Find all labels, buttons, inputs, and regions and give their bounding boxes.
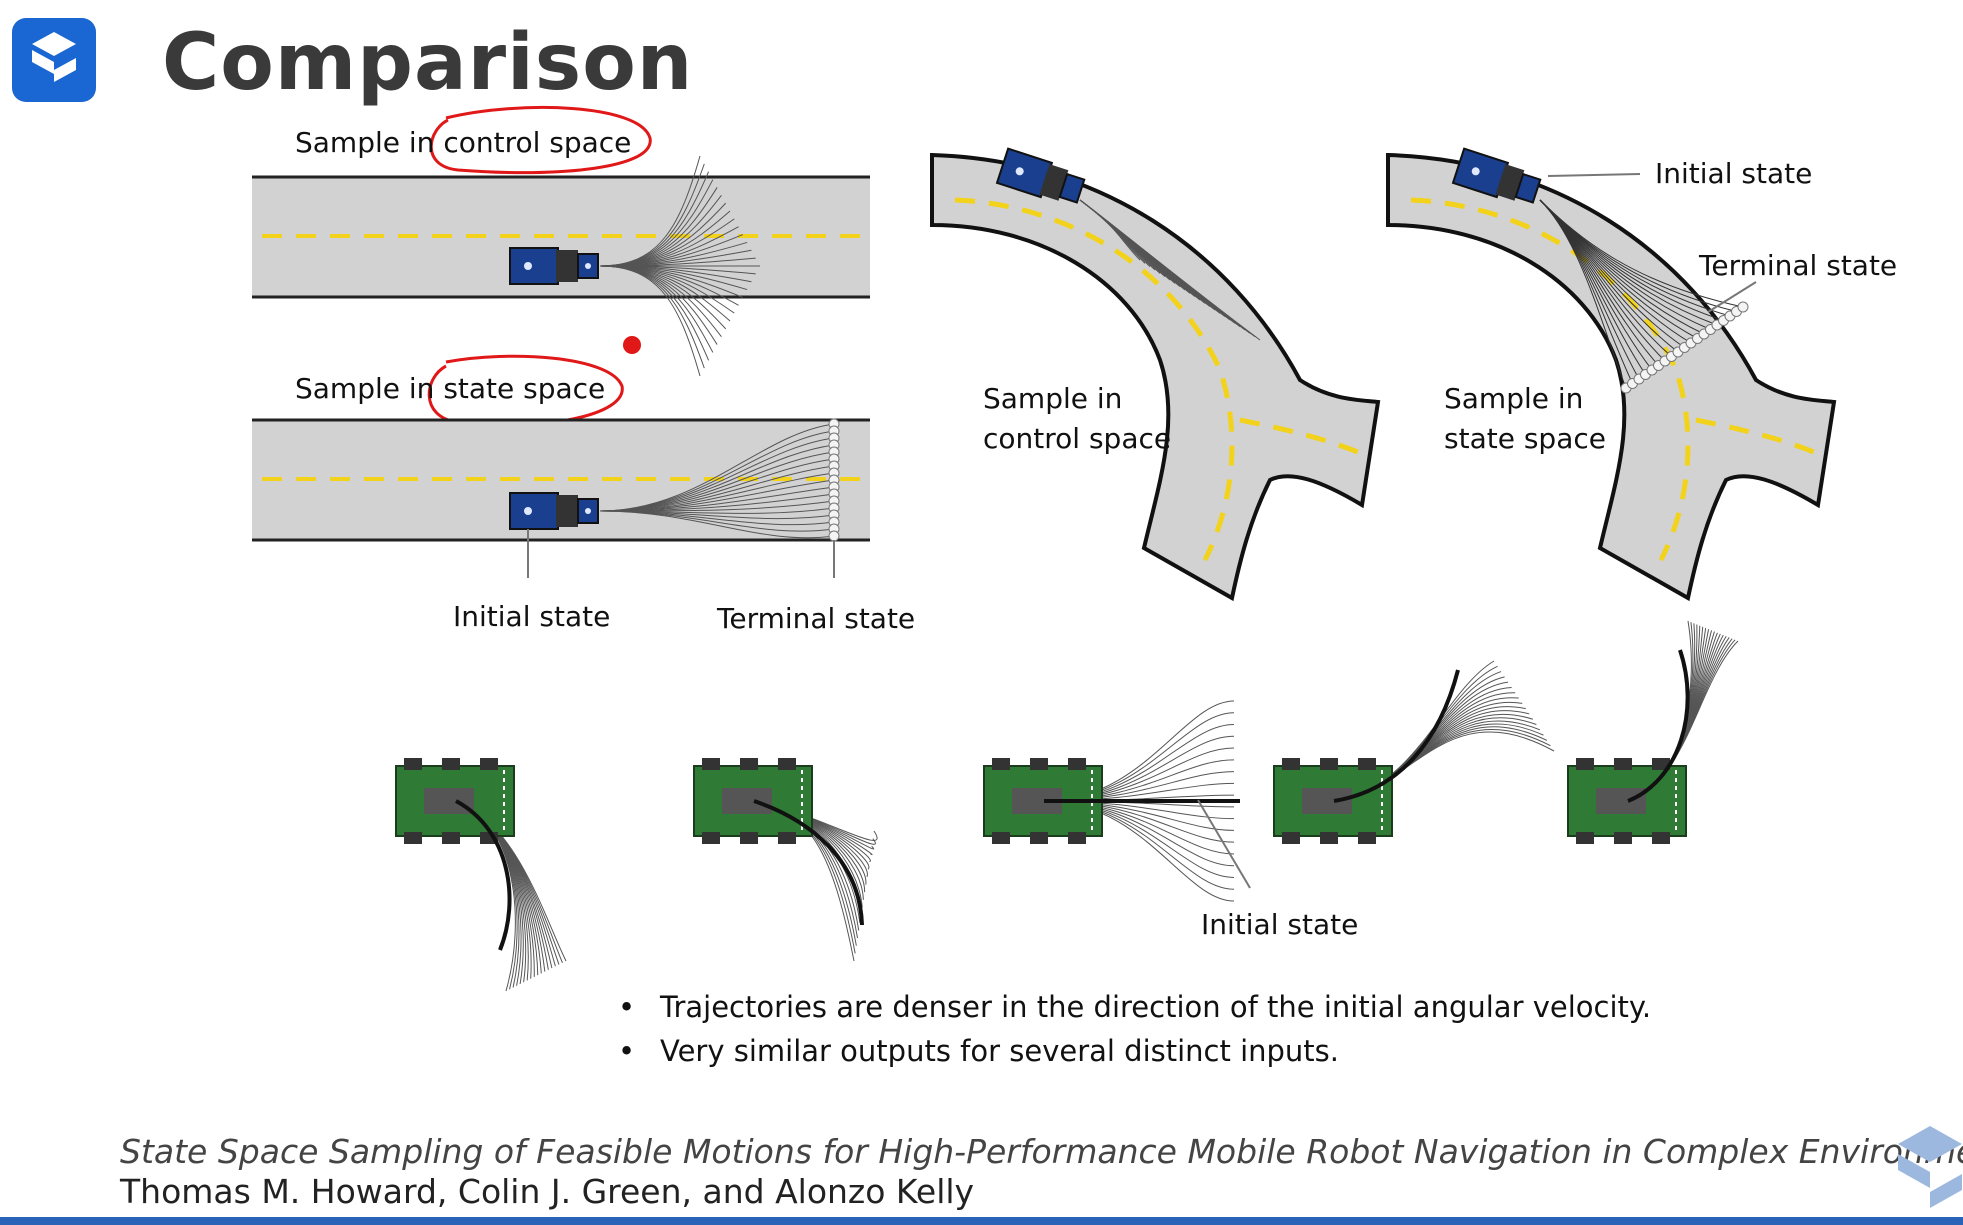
label-curve-state-line1: Sample in [1444, 382, 1584, 415]
bottom-bar [0, 1217, 1963, 1225]
robot-2 [693, 758, 813, 844]
logo-icon [12, 18, 96, 102]
label-top-state: Sample in state space [295, 372, 606, 405]
label-initial-state-left: Initial state [453, 600, 611, 633]
page-title: Comparison [162, 18, 694, 108]
citation-paper-title: State Space Sampling of Feasible Motions… [120, 1132, 1963, 1171]
robot-1 [395, 758, 515, 844]
bullet-list: Trajectories are denser in the direction… [618, 990, 1651, 1078]
bullet-item: Trajectories are denser in the direction… [618, 990, 1651, 1024]
label-curve-state-line2: state space [1444, 422, 1606, 455]
robot-5 [1567, 758, 1687, 844]
label-initial-state-right: Initial state [1655, 157, 1813, 190]
robot-4 [1273, 758, 1393, 844]
label-initial-state-robots: Initial state [1201, 908, 1359, 941]
laser-pointer-dot-icon [623, 336, 641, 354]
bullet-item: Very similar outputs for several distinc… [618, 1034, 1651, 1068]
citation: State Space Sampling of Feasible Motions… [120, 1132, 1963, 1212]
citation-authors: Thomas M. Howard, Colin J. Green, and Al… [120, 1172, 975, 1211]
label-terminal-state-right: Terminal state [1699, 249, 1898, 282]
corner-logo-icon [1890, 1118, 1963, 1218]
label-terminal-state-left: Terminal state [717, 602, 916, 635]
label-top-control: Sample in control space [295, 126, 632, 159]
label-curve-control-line2: control space [983, 422, 1172, 455]
label-curve-control-line1: Sample in [983, 382, 1123, 415]
